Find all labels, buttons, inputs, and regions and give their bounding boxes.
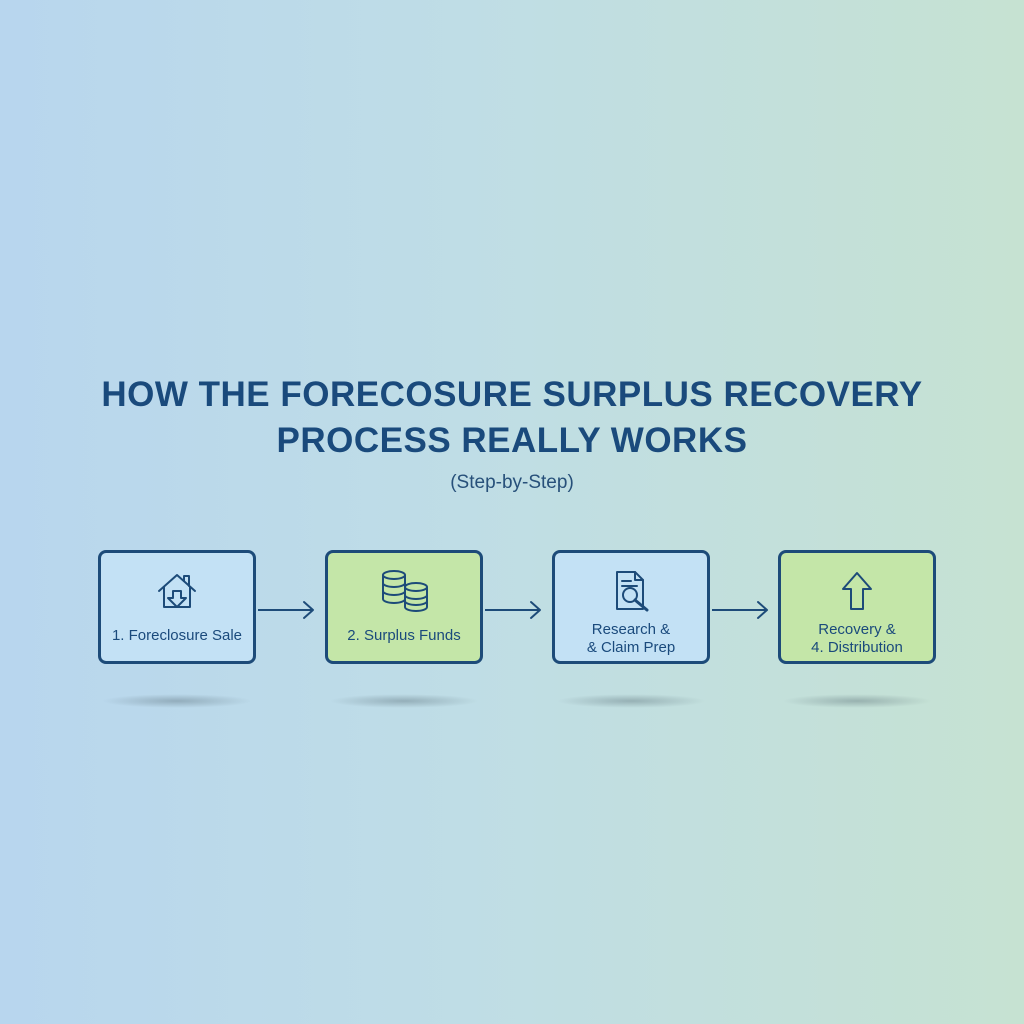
title-line-2: PROCESS REALLY WORKS [276,421,748,460]
house-down-arrow-icon [155,569,199,613]
document-magnifier-icon [609,569,653,613]
step-2-shadow [329,694,479,708]
arrow-right-icon [485,601,541,619]
arrow-right-icon [712,601,768,619]
step-1-foreclosure-sale: 1. Foreclosure Sale [98,550,256,664]
arrow-right-icon [258,601,314,619]
page-subtitle: (Step-by-Step) [450,472,574,493]
step-3-label: Research & & Claim Prep [586,621,676,656]
step-2-surplus-funds: 2. Surplus Funds [325,550,483,664]
coin-stacks-icon [376,569,432,613]
step-1-label: 1. Foreclosure Sale [111,627,243,644]
step-2-label: 2. Surplus Funds [347,627,461,644]
step-3-research-claim-prep: Research & & Claim Prep [552,550,710,664]
step-4-recovery-distribution: Recovery & 4. Distribution [778,550,936,664]
step-3-shadow [556,694,706,708]
page-title: HOW THE FORECOSURE SURPLUS RECOVERY PROC… [0,372,1024,464]
step-4-shadow [782,694,932,708]
step-1-shadow [102,694,252,708]
step-4-label: Recovery & 4. Distribution [811,621,903,656]
up-arrow-icon [835,569,879,613]
title-line-1: HOW THE FORECOSURE SURPLUS RECOVERY [101,375,923,414]
